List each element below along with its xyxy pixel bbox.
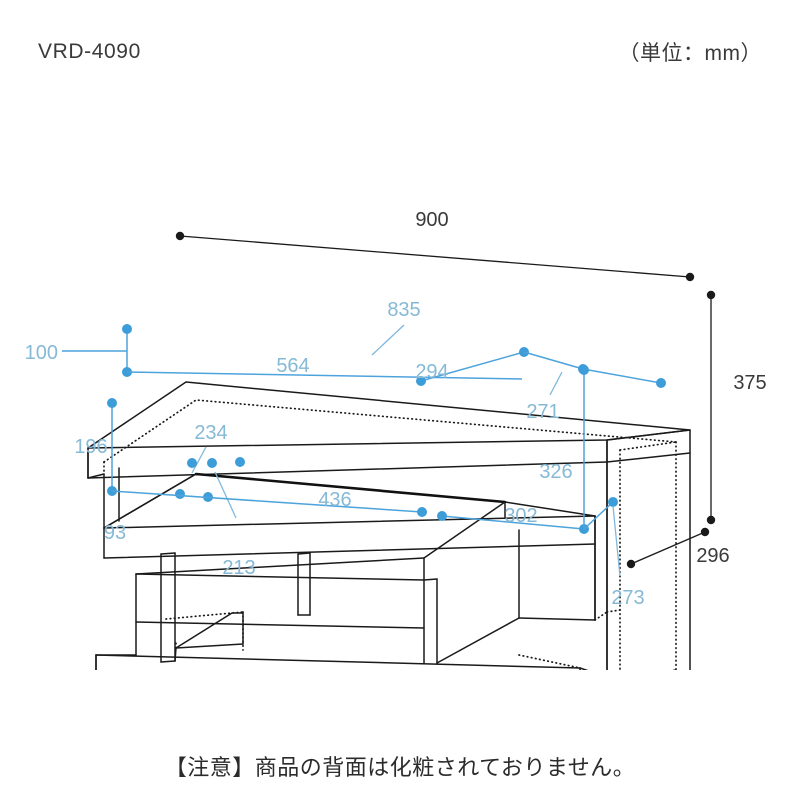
cabinet-faces — [88, 382, 690, 670]
dimension-234: 234 — [187, 422, 228, 474]
dimension-100-label: 100 — [25, 342, 58, 364]
dimension-564-label: 564 — [276, 355, 309, 377]
unit-note-label: （単位：mm） — [618, 42, 762, 65]
dimension-273-label: 273 — [611, 587, 644, 609]
dimension-93-label: 93 — [104, 522, 126, 544]
dimension-302-label: 302 — [504, 505, 537, 527]
dimension-326-label: 326 — [539, 461, 572, 483]
dimension-234-label: 234 — [194, 422, 227, 444]
caution-note: 【注意】商品の背面は化粧されておりません。 — [164, 755, 636, 780]
dimension-900: 900 — [175, 209, 695, 282]
bottom-base-board — [95, 654, 589, 670]
dimension-436: 436 — [111, 489, 427, 517]
dimension-835-label: 835 — [387, 299, 420, 321]
drawing-canvas: .ol { fill:none; stroke:#1a1a1a; stroke-… — [25, 209, 767, 670]
dimension-93: 93 — [104, 522, 126, 544]
dimension-213: 213 — [214, 471, 256, 579]
dimension-326: 326 — [539, 365, 589, 529]
dimension-294: 294 — [415, 347, 529, 386]
dimension-100: 100 — [25, 324, 132, 377]
dimension-375: 375 — [706, 290, 767, 525]
dimension-213-label: 213 — [222, 557, 255, 579]
model-code-label: VRD-4090 — [38, 40, 141, 63]
dimension-900-label: 900 — [415, 209, 448, 231]
drawing-header: VRD-4090 （単位：mm） — [0, 32, 800, 72]
dimension-835: 835 — [371, 299, 421, 356]
dimension-296-label: 296 — [696, 545, 729, 567]
upper-compartment — [87, 447, 197, 529]
cabinet-geometry — [87, 381, 691, 670]
dimension-296: 296 — [626, 527, 730, 569]
dimension-273: 273 — [583, 497, 645, 609]
drawing-footer: 【注意】商品の背面は化粧されておりません。 — [0, 750, 800, 782]
dimension-196: 196 — [74, 398, 117, 496]
dimension-294-label: 294 — [415, 361, 448, 383]
dimension-271-label: 271 — [526, 401, 559, 423]
product-dimension-drawing: .ol { fill:none; stroke:#1a1a1a; stroke-… — [0, 150, 800, 670]
dimension-196-label: 196 — [74, 436, 107, 458]
dimension-271: 271 — [523, 351, 666, 423]
right-side-panel — [606, 429, 691, 670]
dimension-564: 564 — [126, 355, 523, 380]
dimension-436-label: 436 — [318, 489, 351, 511]
dimension-375-label: 375 — [733, 372, 766, 394]
